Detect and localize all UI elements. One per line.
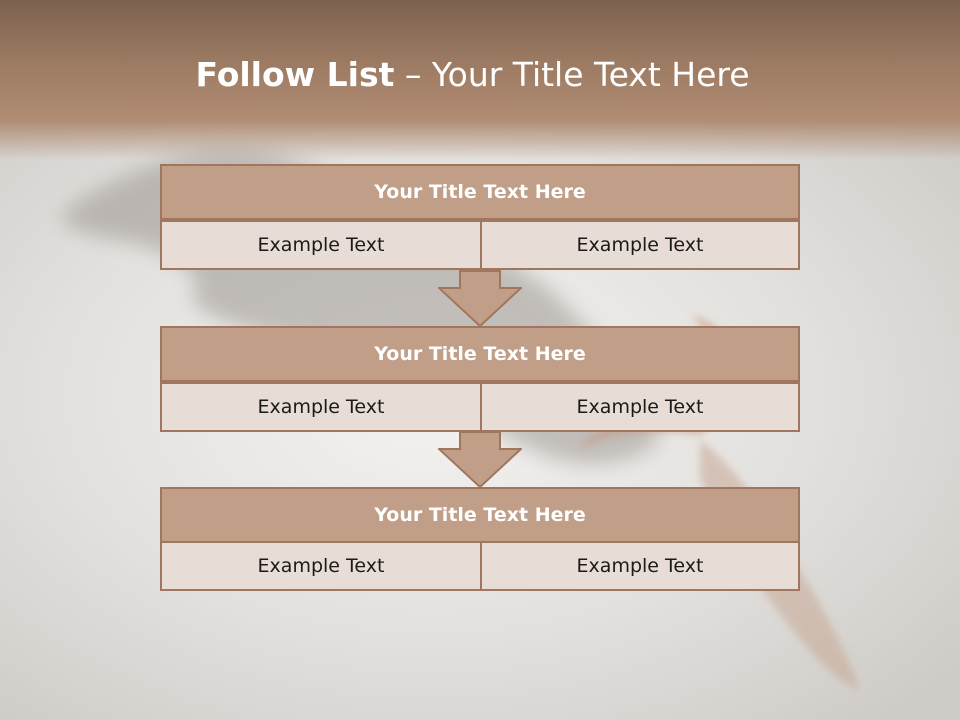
step-title: Your Title Text Here xyxy=(160,326,800,382)
step-title: Your Title Text Here xyxy=(160,487,800,543)
step-title: Your Title Text Here xyxy=(160,164,800,220)
down-arrow-icon xyxy=(438,270,522,328)
step-right-text: Example Text xyxy=(480,382,800,432)
down-arrow-icon xyxy=(438,431,522,489)
step-left-text: Example Text xyxy=(160,382,482,432)
step-right-text: Example Text xyxy=(480,541,800,591)
slide-title-bold: Follow List xyxy=(195,55,395,94)
slide-title-rest: – Your Title Text Here xyxy=(394,55,750,94)
step-left-text: Example Text xyxy=(160,541,482,591)
step-right-text: Example Text xyxy=(480,220,800,270)
slide-title: Follow List – Your Title Text Here xyxy=(0,52,945,98)
header-band xyxy=(0,0,960,160)
step-left-text: Example Text xyxy=(160,220,482,270)
